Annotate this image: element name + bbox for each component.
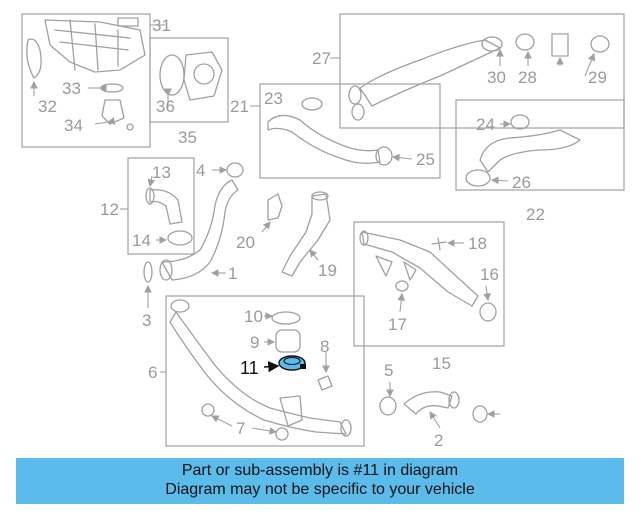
callout-27: 27 (312, 49, 331, 68)
callout-12: 12 (100, 200, 119, 219)
group-box-22 (455, 99, 625, 191)
callout-16: 16 (480, 265, 499, 284)
group-box-31 (21, 13, 151, 148)
highlighted-clamp-11 (263, 355, 306, 373)
group-box-15 (353, 221, 505, 347)
callout-7: 7 (236, 419, 245, 438)
callout-25: 25 (416, 150, 435, 169)
callout-18: 18 (468, 234, 487, 253)
callout-4: 4 (196, 161, 205, 180)
callout-24: 24 (476, 115, 495, 134)
callout-20: 20 (236, 233, 255, 252)
callout-6: 6 (148, 363, 157, 382)
callout-22: 22 (526, 205, 545, 224)
callout-11: 11 (240, 358, 259, 378)
hose-2-clamps (379, 382, 500, 429)
callout-5: 5 (384, 361, 393, 380)
callout-17: 17 (388, 315, 407, 334)
callout-23: 23 (264, 89, 283, 108)
bracket-20-pipe-19 (261, 191, 331, 277)
callout-35: 35 (178, 128, 197, 147)
callout-21: 21 (230, 97, 249, 116)
banner-line-1: Part or sub-assembly is #11 in diagram (181, 462, 459, 479)
callout-3: 3 (142, 311, 151, 330)
info-banner: Part or sub-assembly is #11 in diagram D… (16, 458, 624, 504)
callout-34: 34 (64, 116, 83, 135)
group-box-12 (127, 157, 195, 255)
group-box-35 (149, 37, 229, 123)
group-box-27 (339, 13, 625, 129)
callout-8: 8 (320, 337, 329, 356)
callout-10: 10 (244, 307, 263, 326)
callout-14: 14 (132, 231, 151, 250)
group-box-21 (259, 83, 441, 179)
callout-1: 1 (228, 264, 237, 283)
callout-32: 32 (38, 97, 57, 116)
callout-9: 9 (250, 333, 259, 352)
callout-15: 15 (432, 354, 451, 373)
callout-29: 29 (588, 68, 607, 87)
callout-26: 26 (512, 173, 531, 192)
callout-33: 33 (62, 79, 81, 98)
callout-2: 2 (434, 431, 443, 450)
callout-30: 30 (487, 68, 506, 87)
parts-diagram: 32 33 34 31 36 35 27 30 28 29 23 21 (21, 13, 625, 450)
callout-28: 28 (518, 68, 537, 87)
callout-19: 19 (318, 261, 337, 280)
hose-1 (143, 162, 244, 308)
banner-line-2: Diagram may not be specific to your vehi… (165, 481, 475, 498)
callout-36: 36 (156, 97, 175, 116)
callout-13: 13 (152, 163, 171, 182)
group-box-6 (165, 295, 365, 447)
